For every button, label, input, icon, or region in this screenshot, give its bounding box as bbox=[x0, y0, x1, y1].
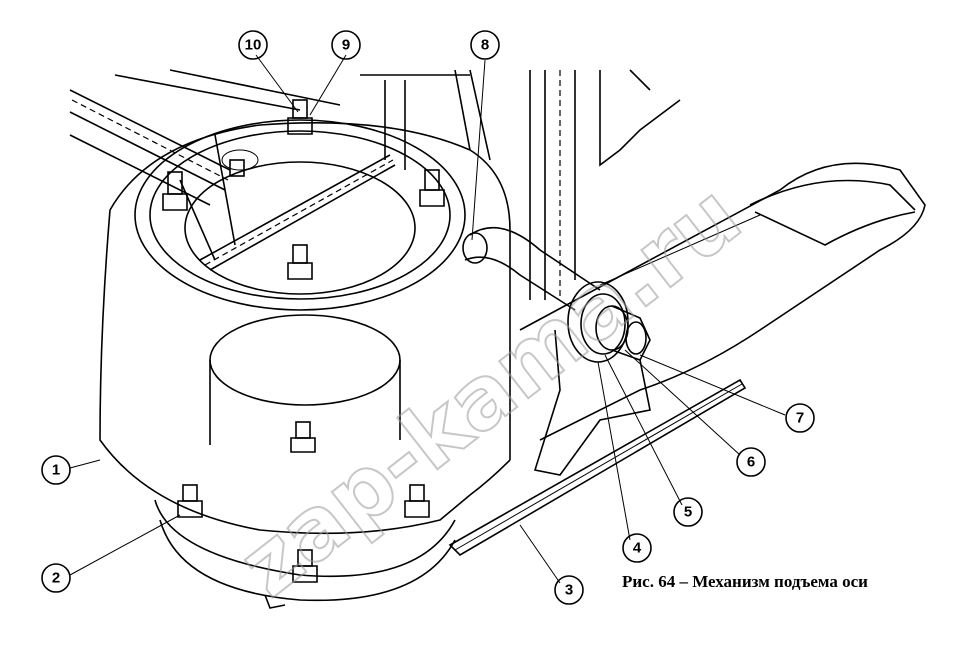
callout-6: 6 bbox=[736, 447, 766, 477]
callout-7: 7 bbox=[785, 403, 815, 433]
figure-caption: Рис. 64 – Механизм подъема оси bbox=[622, 572, 868, 591]
callouts: 1 2 3 4 5 6 7 8 9 10 bbox=[41, 30, 815, 605]
top-studs bbox=[162, 99, 445, 280]
internal-strap bbox=[179, 134, 396, 271]
watermark: zap-kama.ru bbox=[221, 166, 759, 617]
stud-top-left bbox=[162, 171, 188, 211]
svg-text:3: 3 bbox=[565, 582, 573, 599]
stud-bottom-center bbox=[290, 421, 316, 453]
bracket-plate bbox=[533, 329, 651, 476]
svg-text:10: 10 bbox=[245, 37, 262, 54]
svg-text:8: 8 bbox=[481, 37, 489, 54]
svg-text:5: 5 bbox=[684, 504, 692, 521]
callout-2: 2 bbox=[41, 563, 71, 593]
callout-1: 1 bbox=[41, 455, 71, 485]
air-bellows-body bbox=[99, 119, 511, 609]
lift-arm bbox=[519, 162, 926, 441]
svg-text:7: 7 bbox=[796, 410, 804, 427]
stud-top-inner bbox=[287, 244, 313, 280]
svg-text:4: 4 bbox=[633, 540, 642, 557]
svg-text:1: 1 bbox=[52, 462, 60, 479]
svg-text:2: 2 bbox=[52, 570, 60, 587]
base-rail bbox=[448, 378, 747, 557]
svg-text:6: 6 bbox=[747, 454, 755, 471]
stud-top-center bbox=[287, 99, 313, 135]
callout-10: 10 bbox=[238, 30, 268, 60]
svg-text:9: 9 bbox=[342, 37, 350, 54]
stud-bottom-left bbox=[177, 484, 203, 518]
stud-top-rear bbox=[229, 159, 245, 177]
callout-8: 8 bbox=[470, 30, 500, 60]
callout-9: 9 bbox=[331, 30, 361, 60]
bottom-studs bbox=[177, 421, 430, 583]
leader-lines bbox=[69, 54, 786, 584]
callout-4: 4 bbox=[622, 533, 652, 563]
stud-top-right bbox=[419, 169, 445, 207]
callout-3: 3 bbox=[554, 575, 584, 605]
callout-5: 5 bbox=[673, 497, 703, 527]
frame-beams bbox=[69, 69, 681, 300]
stud-bottom-right bbox=[404, 484, 430, 518]
stud-bottom-front bbox=[292, 549, 318, 583]
